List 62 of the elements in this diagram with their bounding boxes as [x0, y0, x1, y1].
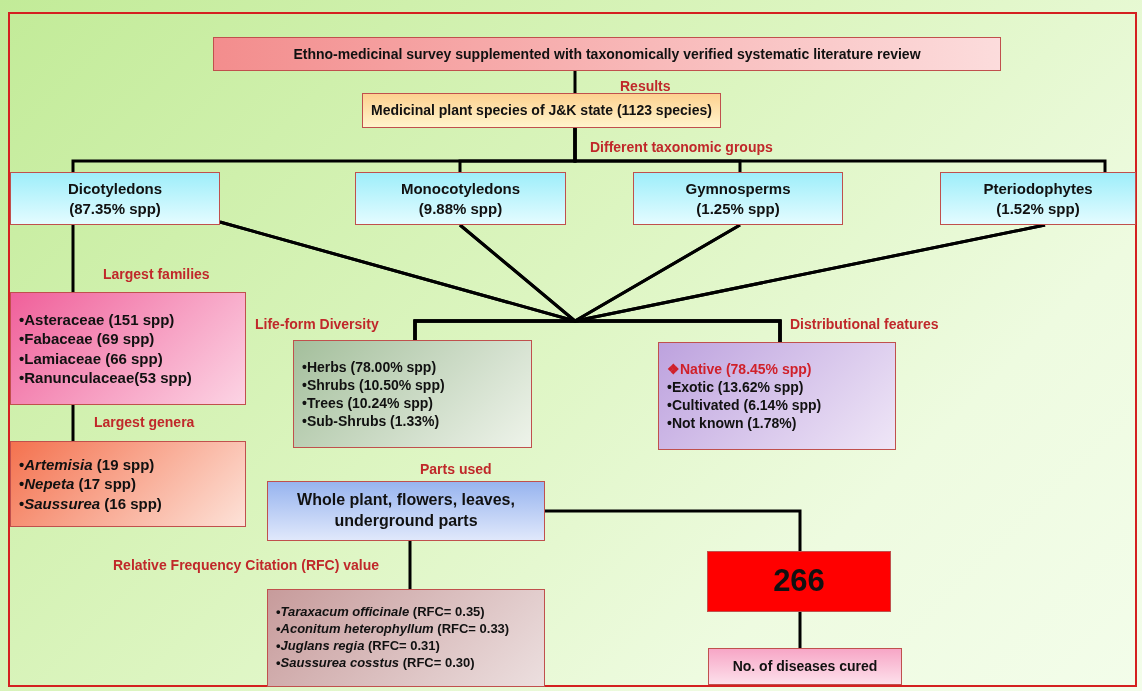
list-item: •Cultivated (6.14% spp)	[667, 396, 822, 415]
list-item: •Lamiaceae (66 spp)	[19, 348, 163, 368]
edge-label: Life-form Diversity	[255, 316, 379, 332]
list-box	[267, 589, 545, 687]
group-box	[10, 172, 220, 225]
connector-line	[573, 71, 577, 93]
list-item: •Ranunculaceae(53 spp)	[19, 368, 192, 388]
process-box	[708, 648, 902, 685]
list-box	[10, 441, 246, 527]
box-text: Whole plant, flowers, leaves, underground parts	[296, 490, 516, 531]
list-item: •Juglans regia (RFC= 0.31)	[276, 638, 440, 655]
list-item: •Trees (10.24% spp)	[302, 394, 433, 413]
list-item: •Artemisia (19 spp)	[19, 454, 155, 475]
list-box	[10, 292, 246, 405]
list-item: •Exotic (13.62% spp)	[667, 377, 804, 396]
connector-line	[545, 509, 802, 551]
connector-line	[71, 405, 75, 441]
process-box	[213, 37, 1001, 71]
list-item: •Herbs (78.00% spp)	[302, 357, 437, 376]
box-text: (9.88% spp)	[418, 198, 503, 218]
box-text: Monocotyledons	[400, 179, 521, 199]
group-box	[940, 172, 1136, 225]
process-box	[362, 93, 721, 128]
box-text: Dicotyledons	[67, 179, 163, 199]
edge-label: Different taxonomic groups	[590, 139, 773, 155]
section-heading: Parts used	[420, 461, 492, 477]
list-item: •Sub-Shrubs (1.33%)	[302, 412, 440, 431]
list-item: ❖Native (78.45% spp)	[667, 359, 812, 378]
list-item: •Nepeta (17 spp)	[19, 474, 136, 494]
list-box	[658, 342, 896, 450]
group-box	[633, 172, 843, 225]
connector-line	[798, 612, 802, 648]
list-item: •Asteraceae (151 spp)	[19, 309, 175, 329]
list-item: •Taraxacum officinale (RFC= 0.35)	[276, 604, 485, 622]
connector-line	[573, 128, 1107, 172]
edge-label: Relative Frequency Citation (RFC) value	[113, 557, 380, 573]
list-item: •Saussurea (16 spp)	[19, 493, 162, 514]
box-text: Pteriodophytes	[983, 179, 1093, 199]
list-item: •Saussurea cosstus (RFC= 0.30)	[276, 654, 475, 672]
edge-label: Distributional features	[790, 316, 939, 332]
group-box	[355, 172, 566, 225]
connector-line	[408, 541, 412, 589]
box-text: Ethno-medicinal survey supplemented with taxonomically verified systematic literature review	[293, 44, 921, 64]
edge-label: Largest families	[103, 266, 210, 282]
list-item: •Fabaceae (69 spp)	[19, 329, 155, 349]
box-text: Gymnosperms	[685, 179, 791, 199]
count-box	[707, 551, 891, 612]
edge-label: Results	[620, 78, 671, 94]
connector-line	[71, 225, 75, 292]
list-box	[293, 340, 532, 448]
list-item: •Shrubs (10.50% spp)	[302, 375, 445, 394]
box-text: (1.52% spp)	[996, 198, 1080, 218]
list-item: •Not known (1.78%)	[667, 414, 797, 433]
connector-line	[573, 223, 1046, 342]
box-text: (1.25% spp)	[696, 198, 780, 218]
list-item: •Aconitum heterophyllum (RFC= 0.33)	[276, 621, 510, 638]
box-text: No. of diseases cured	[732, 657, 878, 676]
process-box	[267, 481, 545, 541]
box-text: 266	[773, 562, 825, 601]
box-text: Medicinal plant species of J&K state (1123 species)	[371, 101, 712, 120]
box-text: (87.35% spp)	[69, 198, 161, 218]
edge-label: Largest genera	[94, 414, 195, 430]
